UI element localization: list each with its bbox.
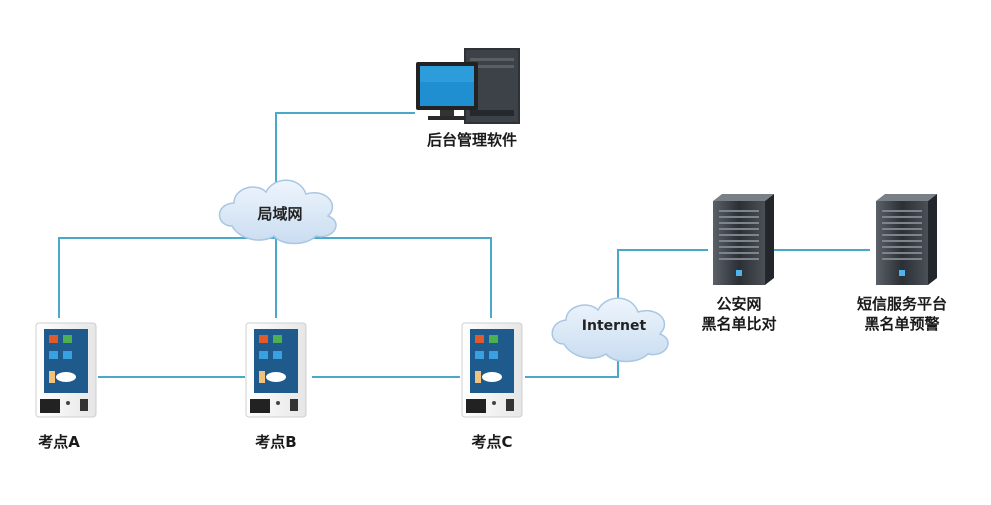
connection-lines [58,112,870,378]
kiosk-b-icon [245,322,307,418]
lan-cloud-label: 局域网 [257,205,303,223]
lan-cloud-icon [218,179,337,245]
link-site-c-internet [525,355,619,378]
sms-server-icon [876,194,937,285]
site-a-label: 考点A [38,433,80,451]
sms-label-line2: 黑名单预警 [864,315,940,333]
sms-label-line1: 短信服务平台 [856,295,947,313]
kiosk-a-icon [35,322,97,418]
internet-cloud-icon [551,297,669,363]
police-label-line1: 公安网 [716,295,762,313]
police-server-icon [713,194,774,285]
site-b-label: 考点B [255,433,297,451]
desktop-computer-icon [416,48,520,124]
site-c-label: 考点C [471,433,513,451]
police-label-line2: 黑名单比对 [701,315,777,333]
kiosk-c-icon [461,322,523,418]
internet-cloud-label: Internet [581,318,647,334]
backend-label: 后台管理软件 [426,131,517,149]
link-internet-police [617,249,708,302]
link-backend-lan [275,112,415,196]
